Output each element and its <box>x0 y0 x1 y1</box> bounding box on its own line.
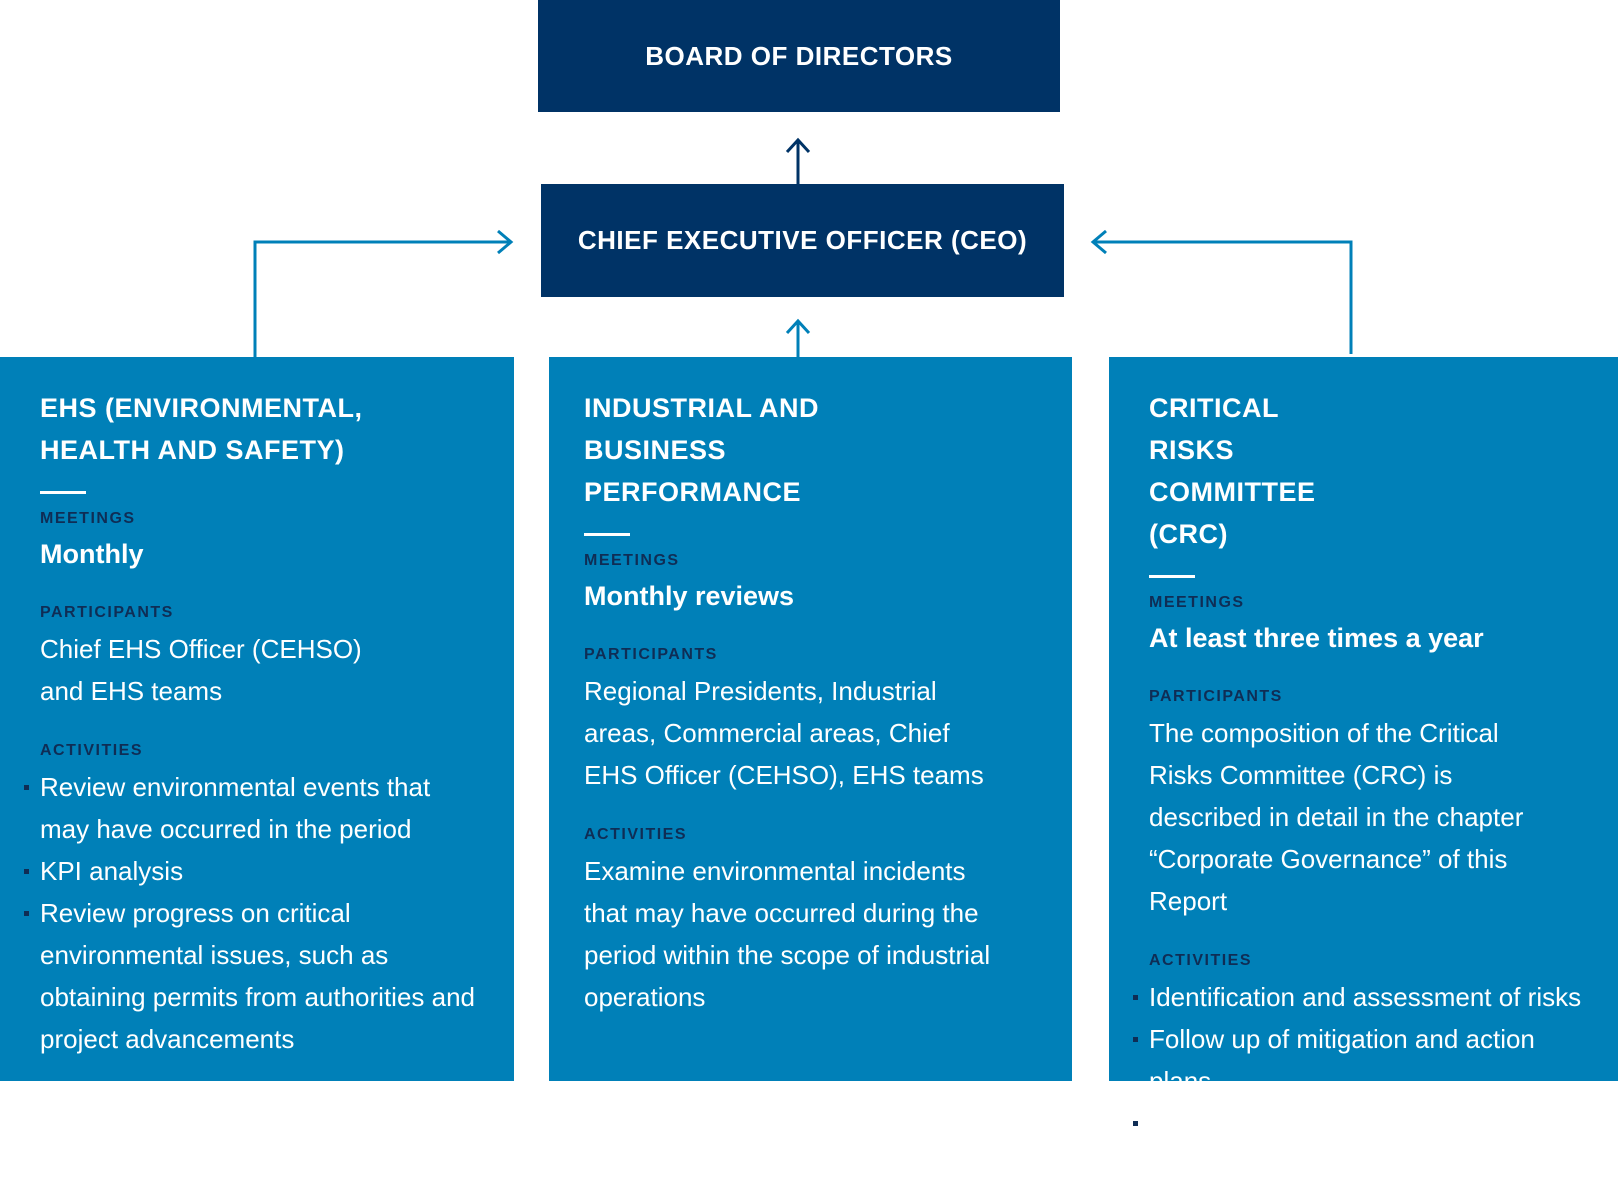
participants-label: PARTICIPANTS <box>584 646 718 663</box>
ceo-box: CHIEF EXECUTIVE OFFICER (CEO) <box>541 184 1064 297</box>
meetings-label: MEETINGS <box>40 510 136 527</box>
connector-arrows <box>253 137 1353 357</box>
activity-item: KPI analysis <box>24 850 480 892</box>
activities-list: Identification and assessment of risks F… <box>1133 976 1589 1186</box>
activities-value: Examine environmental incidents that may… <box>584 856 991 1012</box>
activities-label: ACTIVITIES <box>584 826 688 843</box>
activity-item: Review environmental events that may hav… <box>24 766 480 850</box>
participants-value: The composition of the Critical Risks Co… <box>1149 718 1524 916</box>
arrow-ceo-to-board <box>785 137 811 184</box>
title-divider <box>1149 575 1195 578</box>
board-of-directors-box: BOARD OF DIRECTORS <box>538 0 1060 112</box>
ceo-label: CHIEF EXECUTIVE OFFICER (CEO) <box>577 225 1028 255</box>
arrow-performance-to-ceo <box>785 318 811 357</box>
panel-title: EHS (ENVIRONMENTAL, HEALTH AND SAFETY) <box>40 393 363 465</box>
participants-value: Chief EHS Officer (CEHSO) and EHS teams <box>40 634 362 706</box>
activities-label: ACTIVITIES <box>40 742 144 759</box>
arrow-ehs-to-ceo <box>253 229 514 357</box>
participants-label: PARTICIPANTS <box>1149 688 1283 705</box>
bullet-icon <box>24 911 29 916</box>
participants-value: Regional Presidents, Industrial areas, C… <box>584 676 984 790</box>
arrow-crc-to-ceo <box>1090 229 1353 354</box>
bullet-icon <box>1133 1121 1138 1126</box>
activity-item: Identification and assessment of risks <box>1133 976 1589 1018</box>
board-label: BOARD OF DIRECTORS <box>645 40 953 71</box>
panel-title: CRITICAL RISKS COMMITTEE (CRC) <box>1149 393 1316 549</box>
meetings-label: MEETINGS <box>1149 594 1245 611</box>
title-divider <box>40 491 86 494</box>
bullet-icon <box>1133 1037 1138 1042</box>
bullet-icon <box>1133 995 1138 1000</box>
crc-panel: CRITICAL RISKS COMMITTEE (CRC) MEETINGS … <box>1109 357 1618 1180</box>
activities-list: Review environmental events that may hav… <box>24 766 480 1060</box>
meetings-value: Monthly <box>40 539 144 569</box>
meetings-label: MEETINGS <box>584 552 680 569</box>
bullet-icon <box>24 869 29 874</box>
activity-item: Review progress on critical environmenta… <box>24 892 480 1060</box>
activity-item: Presentation of critical risks report to… <box>1133 1102 1589 1186</box>
ehs-panel: EHS (ENVIRONMENTAL, HEALTH AND SAFETY) M… <box>0 357 514 1081</box>
meetings-value: At least three times a year <box>1149 623 1484 653</box>
activity-item: Follow up of mitigation and action plans <box>1133 1018 1589 1102</box>
participants-label: PARTICIPANTS <box>40 604 174 621</box>
performance-panel: INDUSTRIAL AND BUSINESS PERFORMANCE MEET… <box>549 357 1072 1081</box>
activities-label: ACTIVITIES <box>1149 952 1253 969</box>
panel-title: INDUSTRIAL AND BUSINESS PERFORMANCE <box>584 393 819 507</box>
bullet-icon <box>24 785 29 790</box>
meetings-value: Monthly reviews <box>584 581 795 611</box>
title-divider <box>584 533 630 536</box>
